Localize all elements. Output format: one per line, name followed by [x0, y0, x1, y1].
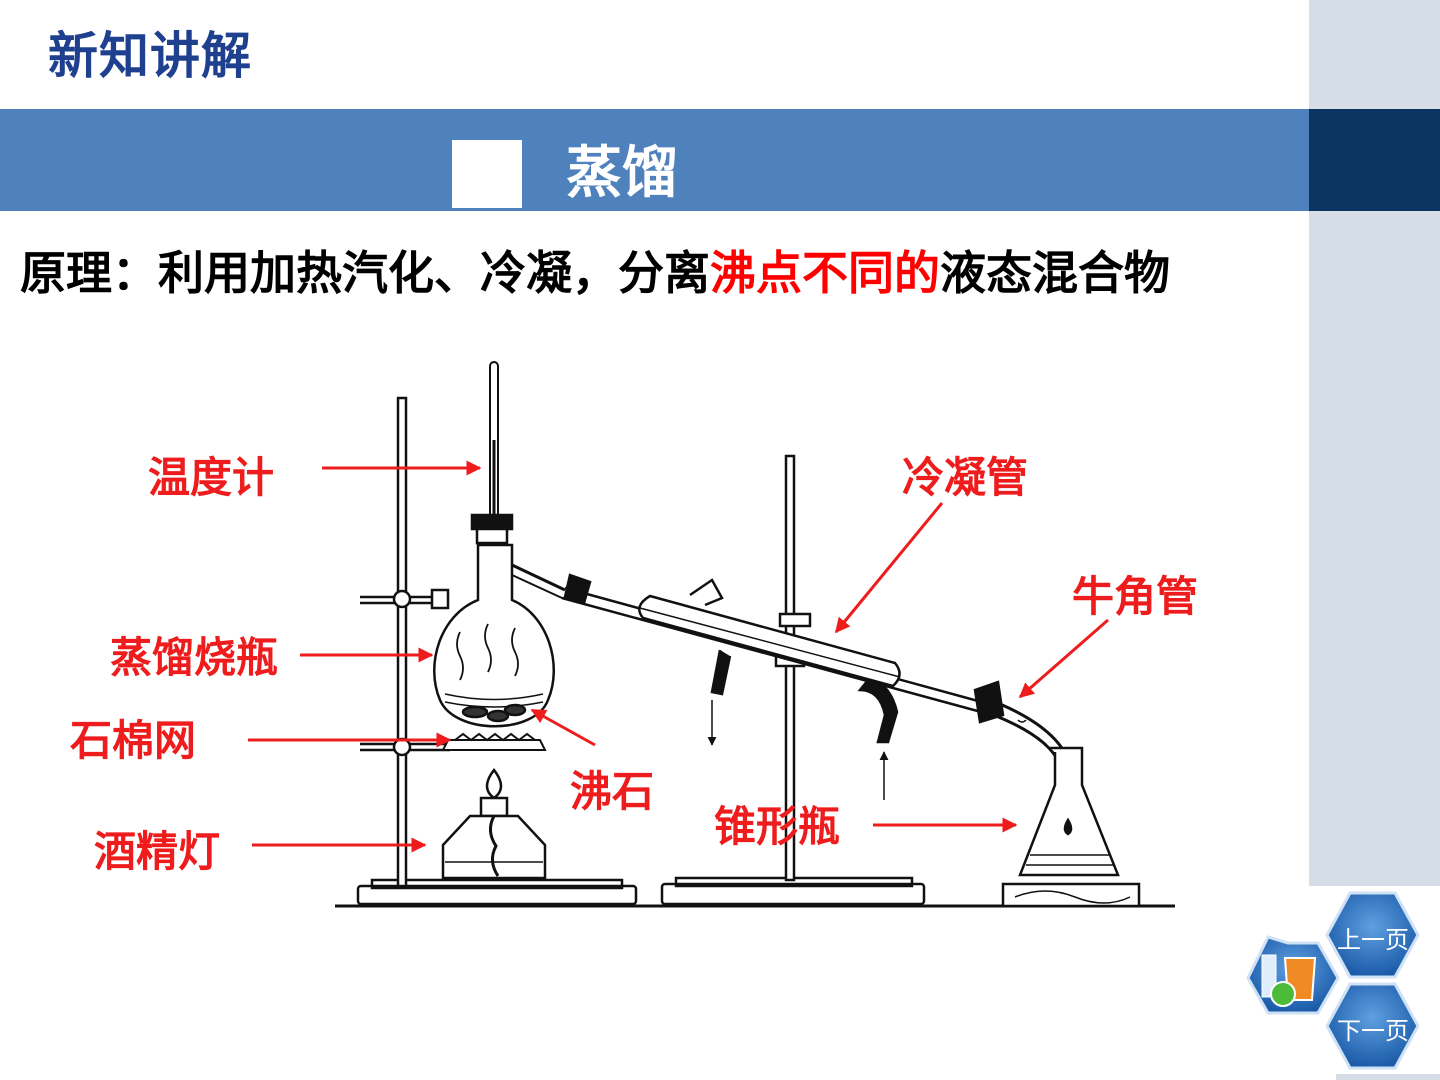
label-alcohol-lamp: 酒精灯 — [94, 827, 221, 876]
arrow-condenser — [834, 502, 944, 634]
section-banner — [0, 109, 1309, 211]
right-rail-footer-strip — [1336, 1074, 1440, 1080]
next-page-button[interactable]: 下一页 — [1337, 1017, 1409, 1045]
banner-title: 蒸馏 — [566, 141, 678, 206]
iron-stand-left — [356, 396, 638, 906]
round-flask-icon — [1270, 981, 1296, 1007]
label-conical-flask: 锥形瓶 — [714, 802, 841, 851]
label-asbestos-gauze: 石棉网 — [70, 716, 197, 765]
banner-square-icon — [452, 140, 522, 208]
distilling-flask-shape — [433, 513, 566, 728]
label-arrows — [248, 460, 1109, 853]
right-rail-dark-block — [1309, 109, 1440, 211]
principle-prefix: 原理：利用加热汽化、冷凝，分离 — [20, 246, 710, 300]
label-thermometer: 温度计 — [148, 453, 275, 502]
label-adapter: 牛角管 — [1072, 572, 1199, 621]
label-distilling-flask: 蒸馏烧瓶 — [110, 633, 279, 682]
next-page-hex-icon — [1325, 982, 1420, 1070]
alcohol-lamp-shape — [441, 767, 547, 880]
prev-page-hex-icon — [1325, 891, 1420, 979]
arrow-boiling-stone — [530, 708, 596, 747]
principle-highlight: 沸点不同的 — [710, 246, 940, 300]
condenser-shape — [561, 573, 1001, 800]
principle-text: 原理：利用加热汽化、冷凝，分离沸点不同的液态混合物 — [20, 237, 1170, 303]
prev-page-button[interactable]: 上一页 — [1337, 926, 1409, 954]
label-boiling-stone: 沸石 — [570, 767, 655, 816]
principle-suffix: 液态混合物 — [940, 246, 1170, 300]
page-title: 新知讲解 — [48, 27, 252, 85]
conical-flask-shape — [1001, 746, 1141, 908]
nav-buttons-group — [1246, 891, 1420, 1070]
gauze-shape — [441, 732, 547, 751]
arrow-adapter — [1018, 618, 1109, 699]
label-condenser: 冷凝管 — [902, 453, 1029, 502]
